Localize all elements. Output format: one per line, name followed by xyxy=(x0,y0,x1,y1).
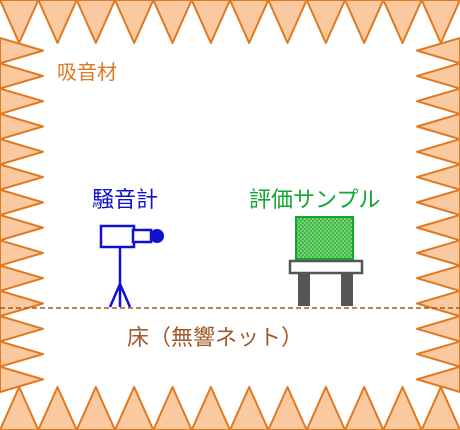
absorber-wedge xyxy=(416,87,460,115)
absorber-wedge xyxy=(0,214,44,242)
floor-label: 床（無響ネット） xyxy=(127,326,304,351)
absorber-top-wall xyxy=(0,0,460,44)
absorber-wedge xyxy=(416,340,460,368)
absorber-wedge xyxy=(152,0,193,44)
absorber-wedge xyxy=(416,138,460,166)
absorber-wedge xyxy=(0,87,44,115)
absorber-wedge xyxy=(420,0,460,44)
absorber-wedge xyxy=(75,386,116,430)
absorber-wedge xyxy=(190,386,231,430)
absorber-wedge xyxy=(382,0,423,44)
absorber-label: 吸音材 xyxy=(57,60,117,84)
absorber-wedge xyxy=(114,386,155,430)
absorber-wedge xyxy=(0,239,44,267)
absorber-wedge xyxy=(0,62,44,90)
absorber-wedge xyxy=(37,386,78,430)
absorber-wedge xyxy=(152,386,193,430)
absorber-wedge xyxy=(0,264,44,292)
absorber-wedge xyxy=(229,386,270,430)
absorber-wedge xyxy=(416,365,460,393)
absorber-wedge xyxy=(0,365,44,393)
absorber-wedge xyxy=(0,0,40,44)
absorber-wedge xyxy=(190,0,231,44)
absorber-wedge xyxy=(416,62,460,90)
sound-level-meter-icon xyxy=(99,224,164,308)
absorber-bottom-wall xyxy=(0,386,460,430)
absorber-wedge xyxy=(0,188,44,216)
absorber-wedge xyxy=(114,0,155,44)
absorber-wedge xyxy=(0,112,44,141)
absorber-wedge xyxy=(416,289,460,318)
absorber-wedge xyxy=(0,163,44,191)
sample-table-icon xyxy=(288,259,364,306)
absorber-wedge xyxy=(416,112,460,141)
absorber-wedge xyxy=(420,386,460,430)
absorber-wedge xyxy=(416,264,460,292)
absorber-wedge xyxy=(416,163,460,191)
absorber-left-wall xyxy=(0,37,44,393)
absorber-wedge xyxy=(416,315,460,343)
absorber-wedge xyxy=(416,188,460,216)
absorber-wedge xyxy=(382,386,423,430)
absorber-wedge xyxy=(0,315,44,343)
absorber-wedge xyxy=(305,386,346,430)
absorber-wedge xyxy=(0,37,44,65)
absorber-wedge xyxy=(267,386,308,430)
absorber-wedge xyxy=(416,37,460,65)
absorber-wedge xyxy=(229,0,270,44)
absorber-wedge xyxy=(344,386,385,430)
absorber-wedge xyxy=(267,0,308,44)
absorber-wedge xyxy=(75,0,116,44)
absorber-wedge xyxy=(416,214,460,242)
absorber-right-wall xyxy=(416,37,460,393)
sound-level-meter-label: 騒音計 xyxy=(92,188,159,213)
absorber-wedge xyxy=(0,138,44,166)
absorber-wedge xyxy=(0,340,44,368)
absorber-wedge xyxy=(305,0,346,44)
absorber-wedge xyxy=(344,0,385,44)
absorber-wedge xyxy=(0,289,44,318)
test-sample-icon xyxy=(295,216,354,260)
test-sample-label: 評価サンプル xyxy=(249,188,381,213)
absorber-wedge xyxy=(416,239,460,267)
absorber-wedge xyxy=(0,386,40,430)
absorber-wedge xyxy=(37,0,78,44)
